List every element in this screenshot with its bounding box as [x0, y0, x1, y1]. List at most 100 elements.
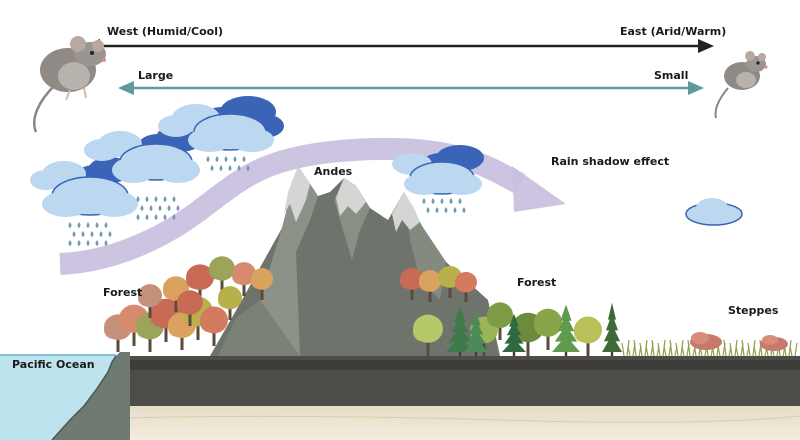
raindrop-icon — [228, 165, 232, 171]
conifer-icon — [446, 306, 474, 356]
raindrop-icon — [233, 156, 237, 162]
tree-icon — [138, 284, 162, 318]
steppes-vegetation — [621, 332, 798, 357]
cloud-icon — [188, 113, 274, 152]
tree-icon — [487, 302, 513, 340]
rain-shadow-label: Rain shadow effect — [551, 155, 670, 168]
shrub-icon — [760, 335, 788, 351]
tree-icon — [186, 264, 214, 302]
conifer-icon — [552, 304, 580, 356]
tree-icon — [419, 270, 441, 302]
raindrop-icon — [163, 214, 167, 220]
mountain-light-face — [250, 166, 318, 356]
raindrop-icon — [90, 231, 94, 237]
shrub-icon — [690, 332, 722, 350]
raindrop-icon — [242, 156, 246, 162]
rain-clouds — [30, 96, 743, 226]
raindrop-icon — [104, 222, 108, 228]
cloud-icon — [404, 161, 482, 195]
mountain-foot — [218, 300, 300, 356]
pacific-ocean-label: Pacific Ocean — [12, 358, 95, 371]
raindrop-icon — [172, 196, 176, 202]
andes-label: Andes — [314, 165, 353, 178]
size-arrow-head-east — [688, 81, 704, 95]
raindrop-icon — [237, 165, 241, 171]
raindrop-icon — [444, 207, 448, 213]
snow-cap-3 — [392, 192, 420, 232]
conifer-icon — [464, 311, 488, 356]
mouse-small-icon — [714, 51, 768, 119]
bedrock-layer — [116, 406, 800, 440]
raindrop-icon — [431, 198, 435, 204]
raindrop-icon — [77, 222, 81, 228]
west-forest — [104, 256, 273, 352]
cloud-icon — [42, 176, 138, 217]
forest-west-label: Forest — [103, 286, 143, 299]
raindrop-icon — [68, 222, 72, 228]
raindrop-icon — [68, 240, 72, 246]
ground — [116, 356, 800, 440]
raindrop-icon — [95, 240, 99, 246]
raindrop-icon — [145, 214, 149, 220]
raindrop-icon — [453, 207, 457, 213]
raindrop-icon — [140, 205, 144, 211]
mouse-large-icon — [33, 36, 106, 133]
bedrock-line — [119, 415, 800, 423]
raindrop-icon — [172, 214, 176, 220]
raindrop-icon — [206, 156, 210, 162]
raindrop-icon — [95, 222, 99, 228]
cloud-icon — [112, 143, 200, 183]
raindrop-icon — [136, 214, 140, 220]
east-arid-warm-label: East (Arid/Warm) — [620, 25, 727, 38]
direction-arrow — [84, 39, 714, 53]
raindrop-icon — [136, 196, 140, 202]
small-label: Small — [654, 69, 689, 82]
size-arrow-head-west — [118, 81, 134, 95]
raindrop-icon — [440, 198, 444, 204]
cloud-icon — [685, 198, 743, 226]
conifer-icon — [502, 313, 526, 356]
raindrop-icon — [167, 205, 171, 211]
forest-east-label: Forest — [517, 276, 557, 289]
snow-cap-1 — [284, 166, 310, 222]
raindrop-icon — [145, 196, 149, 202]
raindrop-icon — [99, 231, 103, 237]
raindrop-icon — [210, 165, 214, 171]
raindrop-icon — [422, 198, 426, 204]
tree-icon — [400, 268, 424, 300]
tree-icon — [232, 262, 256, 296]
raindrop-icon — [104, 240, 108, 246]
raindrop-icon — [158, 205, 162, 211]
raindrop-icon — [435, 207, 439, 213]
soil-dark-band — [116, 360, 800, 370]
tree-icon — [251, 268, 273, 300]
east-forest — [400, 266, 622, 356]
raindrops — [68, 156, 466, 246]
steppes-label: Steppes — [728, 304, 779, 317]
raindrop-icon — [224, 156, 228, 162]
conifer-icon — [602, 302, 622, 356]
ocean-group — [0, 352, 130, 440]
tree-icon — [413, 314, 443, 356]
raindrop-icon — [163, 196, 167, 202]
tree-icon — [574, 316, 602, 356]
tree-icon — [534, 308, 562, 350]
large-label: Large — [138, 69, 174, 82]
raindrop-icon — [154, 214, 158, 220]
raindrop-icon — [215, 156, 219, 162]
raindrop-icon — [149, 205, 153, 211]
tree-icon — [209, 256, 235, 292]
raindrop-icon — [458, 198, 462, 204]
raindrop-icon — [81, 231, 85, 237]
west-humid-cool-label: West (Humid/Cool) — [107, 25, 224, 38]
raindrop-icon — [86, 222, 90, 228]
raindrop-icon — [86, 240, 90, 246]
snow-cap-2 — [336, 178, 366, 216]
tree-icon — [218, 286, 242, 320]
raindrop-icon — [219, 165, 223, 171]
cliff-edge — [51, 355, 117, 440]
raindrop-icon — [426, 207, 430, 213]
body-size-arrow — [118, 81, 704, 95]
